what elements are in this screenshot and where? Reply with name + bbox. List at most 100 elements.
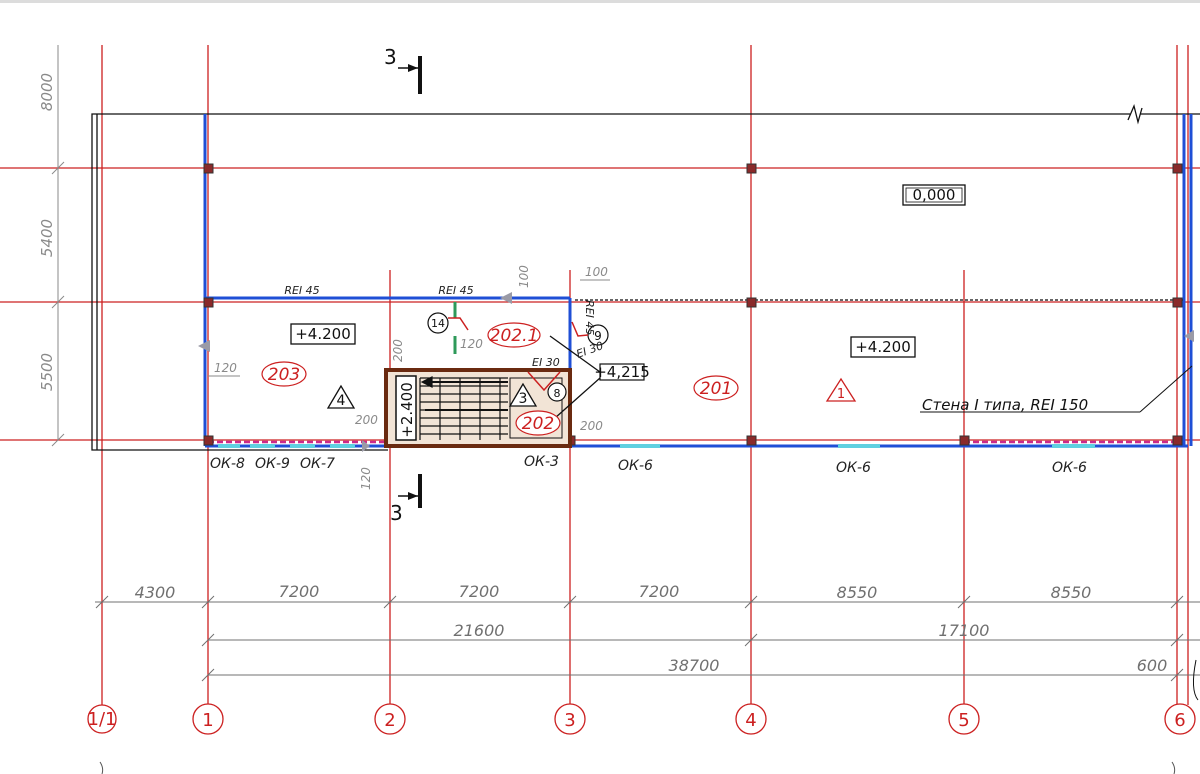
axis-bubble-5[interactable]: 5 [948,703,980,735]
dim-17100: 17100 [939,621,990,640]
opening-ok-6-b: ОК-6 [836,460,871,476]
dimension-row-2: 21600 17100 [454,621,990,640]
bottom-dimension-lines [95,595,1200,682]
triangle-marker-3[interactable]: 3 [508,382,538,407]
elevation-left-text: +4.200 [295,325,351,343]
small-dim-200-a: 200 [391,339,405,362]
dim-left-8000: 8000 [38,73,56,111]
room-202-1-label: 202.1 [490,326,539,346]
wall-rating-rei45-a: REI 45 [284,284,319,297]
axis-bubble-1[interactable]: 1 [192,703,224,735]
opening-ok-7: ОК-7 [300,456,335,472]
circle-marker-8[interactable]: 8 [527,371,567,402]
small-dim-120-b: 120 [460,337,483,351]
wall-rating-ei30-a: EI 30 [532,356,560,369]
wall-rating-rei45-b: REI 45 [438,284,473,297]
circle-marker-8-label: 8 [554,387,561,400]
opening-ok-6-c: ОК-6 [1052,460,1087,476]
elevation-right-box: +4.200 [850,336,916,358]
axis-label-3: 3 [564,710,575,731]
axis-label-5: 5 [958,710,969,731]
section-label-top: 3 [384,45,397,69]
circle-marker-14[interactable]: 14 [427,312,469,334]
small-dimensions: 100 100 120 120 120 200 200 200 [198,265,1194,490]
room-201-label: 201 [700,379,732,399]
axis-bubble-1-1[interactable]: 1/1 [87,704,117,734]
axis-bubble-6[interactable]: 6 [1164,703,1196,735]
room-202-label: 202 [522,414,554,434]
axis-label-4: 4 [745,710,756,731]
wall-rating-rei45-vert: REI 45 [583,300,596,335]
circle-marker-9[interactable]: 9 [571,321,609,346]
columns [203,163,1183,446]
elevation-mark-box: +4,215 [549,335,650,419]
elevation-mark-text: +4,215 [594,363,650,381]
section-mark-top[interactable]: 3 [384,45,422,94]
circle-marker-9-label: 9 [594,329,602,343]
dim-left-5500: 5500 [38,353,56,391]
grid-axes-horizontal [0,167,1200,441]
axis-label-6: 6 [1174,710,1185,731]
triangle-marker-1-label: 1 [837,387,845,402]
small-dim-200-c: 200 [580,419,603,433]
elevation-top-box: 0,000 [902,184,966,206]
circle-marker-14-label: 14 [431,317,445,330]
triangle-marker-3-label: 3 [519,391,528,407]
wall-rating-ei30-b: EI 30 [575,339,605,361]
left-dimension-chain [51,45,65,447]
triangle-marker-1[interactable]: 1 [825,377,857,402]
axis-bubbles: 1/1 1 2 3 4 5 [87,703,1196,735]
dim-8550-b: 8550 [1051,583,1092,602]
elevation-left-box: +4.200 [290,323,356,345]
axis-label-1: 1 [202,710,213,731]
triangle-marker-4[interactable]: 4 [326,384,356,409]
dim-21600: 21600 [454,621,505,640]
triangle-marker-4-label: 4 [337,393,346,409]
small-dim-120-c: 120 [359,467,373,490]
dim-7200-a: 7200 [279,582,320,601]
room-203[interactable]: 203 [261,361,307,387]
bottom-edge-curve-right [1171,761,1176,774]
axis-bubble-4[interactable]: 4 [735,703,767,735]
small-dim-100-a: 100 [517,265,531,288]
axis-label-1-1: 1/1 [88,709,117,730]
dim-7200-c: 7200 [639,582,680,601]
axis-label-2: 2 [384,710,395,731]
small-dim-120-a: 120 [214,361,237,375]
dimension-row-1: 4300 7200 7200 7200 8550 8550 [135,582,1092,602]
axis-bubble-2[interactable]: 2 [374,703,406,735]
dim-7200-b: 7200 [459,582,500,601]
opening-ok-9: ОК-9 [255,456,290,472]
right-edge-curve [1192,659,1199,701]
dim-38700: 38700 [669,656,720,675]
room-202[interactable]: 202 [515,410,561,436]
opening-labels: ОК-8 ОК-9 ОК-7 ОК-3 ОК-6 ОК-6 ОК-6 [210,454,1087,476]
elevation-top-text: 0,000 [913,186,956,204]
dim-4300: 4300 [135,583,176,602]
dimension-row-3: 38700 600 [669,656,1168,675]
wall-type-label: Стена I типа, REI 150 [922,396,1088,414]
small-dim-200-b: 200 [355,413,378,427]
dim-left-5400: 5400 [38,219,56,257]
room-202-1[interactable]: 202.1 [487,322,541,348]
stair-elevation: +2.400 [398,382,416,438]
opening-ok-3: ОК-3 [524,454,559,470]
axis-bubble-3[interactable]: 3 [554,703,586,735]
dim-8550-a: 8550 [837,583,878,602]
dim-600: 600 [1137,656,1168,675]
viewport-top-border [0,0,1200,3]
opening-ok-6-a: ОК-6 [618,458,653,474]
bottom-edge-curve-left [99,761,104,774]
stair-block[interactable] [384,368,572,448]
room-203-label: 203 [268,365,300,385]
small-dim-100-b: 100 [585,265,608,279]
opening-ok-8: ОК-8 [210,456,245,472]
wall-type-leader[interactable]: Стена I типа, REI 150 [920,365,1193,414]
room-201[interactable]: 201 [693,375,739,401]
section-label-bottom: 3 [390,501,403,525]
elevation-right-text: +4.200 [855,338,911,356]
grid-axes-vertical [101,45,1189,705]
section-mark-bottom[interactable]: 3 [390,474,422,525]
